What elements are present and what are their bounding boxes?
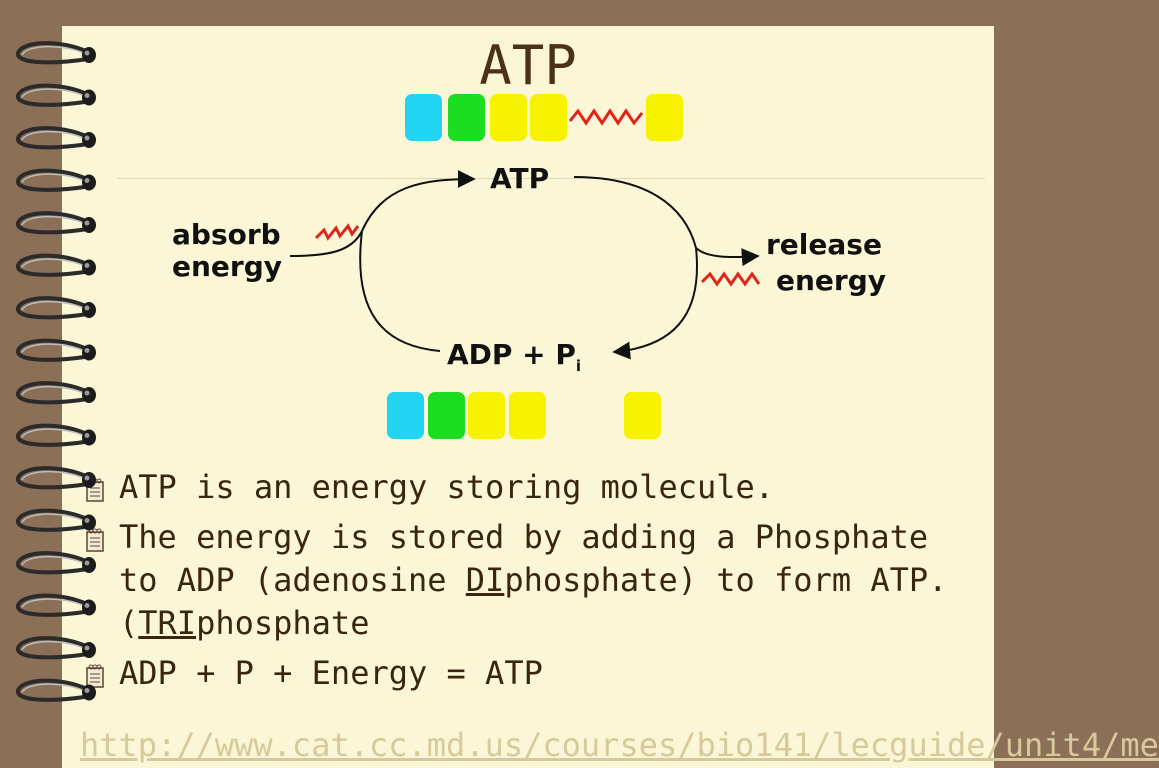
absorb-label-line1: absorb — [172, 218, 281, 251]
release-label-line1: release — [766, 228, 882, 261]
source-url-link[interactable]: http://www.cat.cc.md.us/courses/bio141/l… — [80, 726, 1159, 764]
spiral-ring-icon — [16, 253, 96, 277]
slide-title: ATP — [479, 34, 577, 97]
header-rule — [117, 178, 985, 179]
atp-block-adenine — [405, 94, 442, 141]
spiral-ring-icon — [16, 211, 96, 235]
spiral-ring-icon — [16, 423, 96, 447]
atp-cycle-diagram: ATP absorb energy release energy ADP + P… — [172, 94, 886, 439]
spiral-ring-icon — [16, 381, 96, 405]
bullet-list: ATP is an energy storing molecule. The e… — [84, 466, 984, 702]
notepad-icon — [86, 528, 104, 552]
absorb-arrow — [289, 230, 363, 257]
absorb-energy-squiggle — [314, 223, 360, 241]
adp-block-phosphate-2 — [509, 392, 546, 439]
absorb-label-line2: energy — [172, 250, 282, 283]
cycle-arrow-from-atp — [573, 176, 697, 249]
atp-molecule-blocks — [405, 94, 683, 141]
spiral-ring-icon — [16, 466, 96, 490]
adp-label-text: ADP + P — [447, 338, 576, 371]
bullet-item-3: ADP + P + Energy = ATP — [84, 652, 984, 695]
release-energy-squiggle — [700, 271, 761, 287]
bullet-text-2c: phosphate — [196, 604, 370, 642]
atp-block-phosphate-3 — [646, 94, 683, 141]
cycle-arrow-to-atp — [361, 170, 476, 232]
cycle-arrow-to-adp — [612, 247, 698, 360]
spiral-ring-icon — [16, 551, 96, 575]
atp-block-phosphate-1 — [490, 94, 527, 141]
bullet-text-2-underline-di: DI — [465, 561, 505, 599]
notebook-binding — [16, 41, 96, 702]
spiral-ring-icon — [16, 338, 96, 362]
notebook-page: ATP ATP absorb energy releas — [62, 26, 1159, 768]
atp-block-phosphate-2 — [530, 94, 567, 141]
adp-block-ribose — [428, 392, 465, 439]
bullet-text-3: ADP + P + Energy = ATP — [119, 654, 543, 692]
release-arrow — [695, 247, 760, 267]
atp-block-ribose — [448, 94, 485, 141]
spiral-ring-icon — [16, 678, 96, 702]
adp-block-adenine — [387, 392, 424, 439]
adp-label-subscript: i — [576, 357, 581, 375]
spiral-ring-icon — [16, 126, 96, 150]
cycle-arrow-from-adp — [359, 230, 441, 352]
high-energy-bond-squiggle — [568, 108, 644, 126]
spiral-ring-icon — [16, 41, 96, 65]
bullet-text-2a: The energy is stored by adding a Phospha… — [119, 518, 929, 599]
spiral-ring-icon — [16, 508, 96, 532]
adp-block-phosphate-1 — [468, 392, 505, 439]
bullet-item-2: The energy is stored by adding a Phospha… — [84, 516, 984, 645]
spiral-ring-icon — [16, 83, 96, 107]
bullet-item-1: ATP is an energy storing molecule. — [84, 466, 984, 509]
free-phosphate-block — [624, 392, 661, 439]
spiral-ring-icon — [16, 593, 96, 617]
bullet-text-2b: phosphate) to form ATP.( — [119, 561, 948, 642]
diagram-adp-label: ADP + Pi — [447, 338, 581, 375]
spiral-ring-icon — [16, 168, 96, 192]
bullet-text-2-underline-tri: TRI — [138, 604, 197, 642]
spiral-ring-icon — [16, 636, 96, 660]
notepad-icon — [86, 664, 104, 688]
spiral-ring-icon — [16, 296, 96, 320]
release-label-line2: energy — [776, 264, 886, 297]
diagram-atp-label: ATP — [490, 162, 549, 195]
adp-molecule-blocks — [387, 392, 661, 439]
bullet-text-1: ATP is an energy storing molecule. — [119, 468, 775, 506]
